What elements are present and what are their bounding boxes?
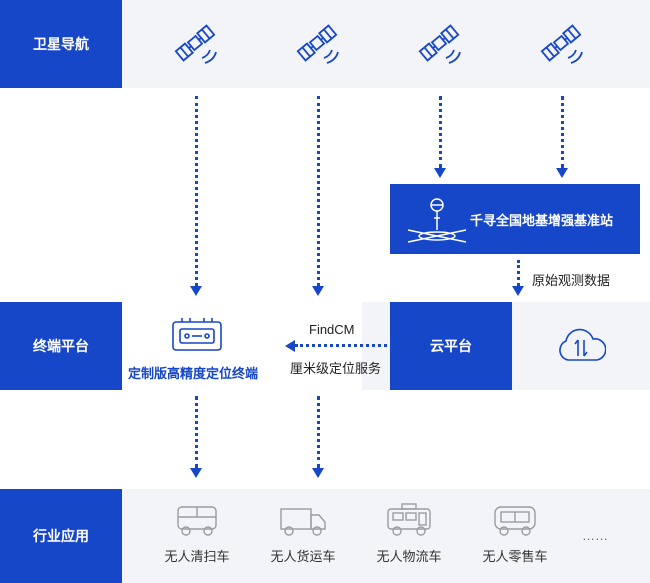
satellite-icon <box>174 24 217 64</box>
cloud-sync-icon <box>559 328 606 361</box>
arrow-head-left <box>285 340 295 352</box>
row-label-satellite: 卫星导航 <box>0 0 122 88</box>
service-arrow-line <box>295 344 387 347</box>
more-ellipsis: …… <box>582 528 608 543</box>
arrow-head <box>190 286 202 296</box>
logistics-vehicle-icon <box>387 503 431 536</box>
arrow-line <box>561 96 564 168</box>
arrow-line <box>317 396 320 468</box>
cloud-platform-label: 云平台 <box>430 338 472 354</box>
row-label-industry: 行业应用 <box>0 489 122 583</box>
arrow-line <box>517 260 520 286</box>
row-label-terminal: 终端平台 <box>0 302 122 390</box>
retail-vehicle-icon <box>494 506 536 536</box>
cloud-platform-box: 云平台 <box>390 302 512 390</box>
arrow-line <box>195 396 198 468</box>
arrow-head <box>312 286 324 296</box>
cargo-truck-icon <box>280 508 326 536</box>
base-station-box: 千寻全国地基增强基准站 <box>390 184 640 254</box>
arrow-line <box>439 96 442 168</box>
sweeper-vehicle-icon <box>177 506 217 536</box>
base-station-icon <box>407 198 467 243</box>
terminal-device-label: 定制版高精度定位终端 <box>128 366 259 381</box>
vehicle-label: 无人物流车 <box>376 549 442 564</box>
terminal-device-icon <box>172 318 222 351</box>
arrow-line <box>317 96 320 286</box>
satellite-icon <box>418 24 461 64</box>
satellite-icon <box>296 24 339 64</box>
arrow-head <box>312 468 324 478</box>
raw-data-label: 原始观测数据 <box>532 273 611 288</box>
arrow-head <box>434 168 446 178</box>
vehicle-label: 无人清扫车 <box>164 549 230 564</box>
arrow-head <box>556 168 568 178</box>
vehicle-label: 无人货运车 <box>270 549 336 564</box>
service-name: FindCM <box>309 322 355 337</box>
base-station-label: 千寻全国地基增强基准站 <box>470 213 614 228</box>
arrow-head <box>190 468 202 478</box>
vehicle-label: 无人零售车 <box>482 549 548 564</box>
service-description: 厘米级定位服务 <box>290 361 382 376</box>
satellite-icon <box>540 24 583 64</box>
arrow-head <box>512 286 524 296</box>
arrow-line <box>195 96 198 286</box>
